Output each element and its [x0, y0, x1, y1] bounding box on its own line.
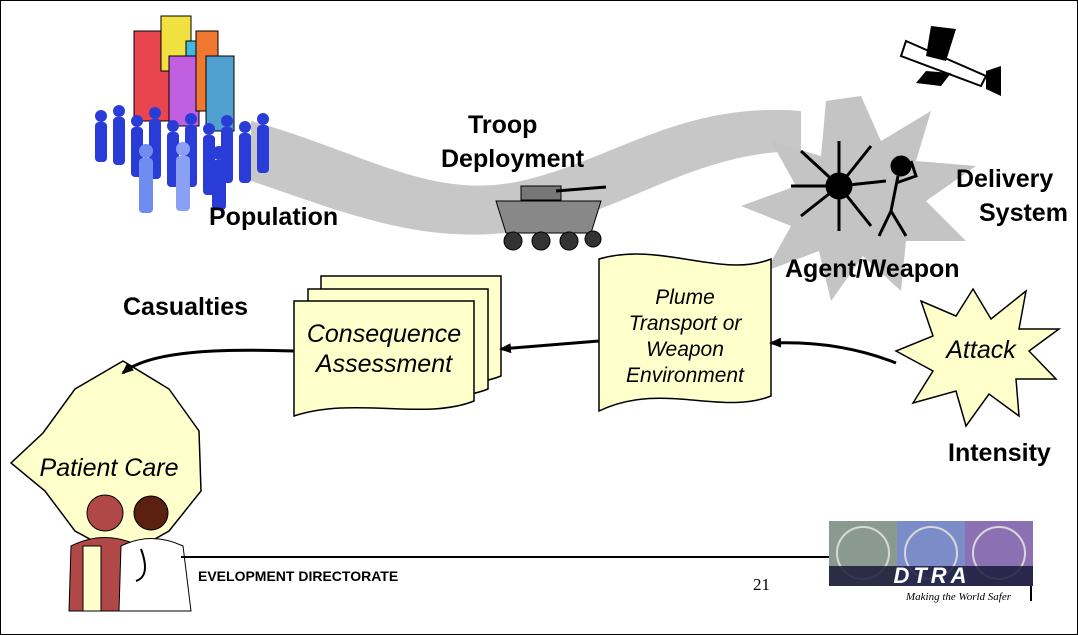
arrow-attack-to-plume	[769, 337, 897, 365]
label-deployment: Deployment	[441, 145, 585, 173]
plume-line4: Environment	[626, 364, 744, 387]
consequence-assessment-text: Consequence Assessment	[294, 319, 474, 379]
consequence-line1: Consequence	[306, 320, 462, 348]
attack-text: Attack	[946, 336, 1016, 364]
population-crowd-icon	[95, 105, 269, 213]
footer-directorate: EVELOPMENT DIRECTORATE	[198, 568, 399, 584]
arrow-consequence-to-patient	[121, 348, 295, 375]
buildings-icon	[133, 15, 235, 132]
tank-icon	[495, 185, 607, 251]
patient-care-text: Patient Care	[39, 454, 179, 482]
plume-line1: Plume	[655, 286, 715, 309]
dtra-logo-text: DTRA	[893, 563, 971, 588]
airplane-icon	[899, 26, 1001, 96]
plume-line2: Transport or	[628, 312, 742, 335]
consequence-line2: Assessment	[315, 350, 453, 378]
label-agent-weapon: Agent/Weapon	[785, 255, 960, 283]
arrow-plume-to-consequence	[499, 339, 600, 354]
distressed-person-icon	[877, 155, 918, 237]
agent-burst-shape	[741, 96, 976, 301]
label-system: System	[979, 199, 1068, 227]
label-casualties: Casualties	[123, 293, 249, 321]
plume-box-shape	[598, 253, 772, 413]
consequence-doc-front	[293, 300, 475, 418]
label-delivery: Delivery	[956, 165, 1054, 193]
dtra-logo	[829, 521, 1033, 586]
attack-burst-shape	[894, 287, 1062, 428]
plume-transport-text: Plume Transport or Weapon Environment	[599, 285, 771, 389]
flow-band	[251, 109, 801, 235]
dtra-tagline: Making the World Safer	[906, 591, 1011, 603]
label-troop: Troop	[468, 111, 538, 139]
label-population: Population	[209, 203, 339, 231]
plume-line3: Weapon	[646, 338, 724, 361]
caregivers-icon	[68, 494, 192, 612]
label-intensity: Intensity	[948, 439, 1051, 467]
explosion-icon	[791, 141, 887, 231]
page-number: 21	[753, 575, 770, 594]
